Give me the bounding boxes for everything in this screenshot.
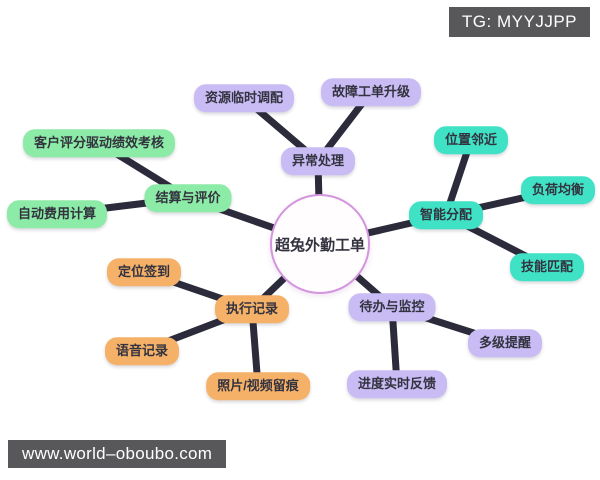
leaf-node[interactable]: 定位签到: [106, 258, 182, 286]
leaf-node[interactable]: 负荷均衡: [520, 176, 596, 204]
tg-watermark-badge: TG: MYYJJPP: [448, 7, 590, 37]
branch-node[interactable]: 待办与监控: [348, 293, 436, 321]
leaf-node[interactable]: 自动费用计算: [6, 200, 108, 228]
branch-node[interactable]: 结算与评价: [144, 184, 232, 212]
leaf-node[interactable]: 语音记录: [104, 337, 180, 365]
leaf-node[interactable]: 资源临时调配: [193, 84, 295, 112]
branch-node[interactable]: 异常处理: [280, 147, 356, 175]
center-node[interactable]: 超兔外勤工单: [270, 194, 370, 294]
branch-node[interactable]: 执行记录: [214, 295, 290, 323]
leaf-node[interactable]: 进度实时反馈: [346, 370, 448, 398]
branch-node[interactable]: 智能分配: [408, 201, 484, 229]
leaf-node[interactable]: 客户评分驱动绩效考核: [22, 129, 176, 157]
leaf-node[interactable]: 故障工单升级: [320, 78, 422, 106]
leaf-node[interactable]: 位置邻近: [433, 126, 509, 154]
site-watermark: www.world–oboubo.com: [8, 440, 227, 468]
leaf-node[interactable]: 照片/视频留痕: [206, 372, 310, 400]
leaf-node[interactable]: 多级提醒: [467, 329, 543, 357]
leaf-node[interactable]: 技能匹配: [509, 253, 585, 281]
